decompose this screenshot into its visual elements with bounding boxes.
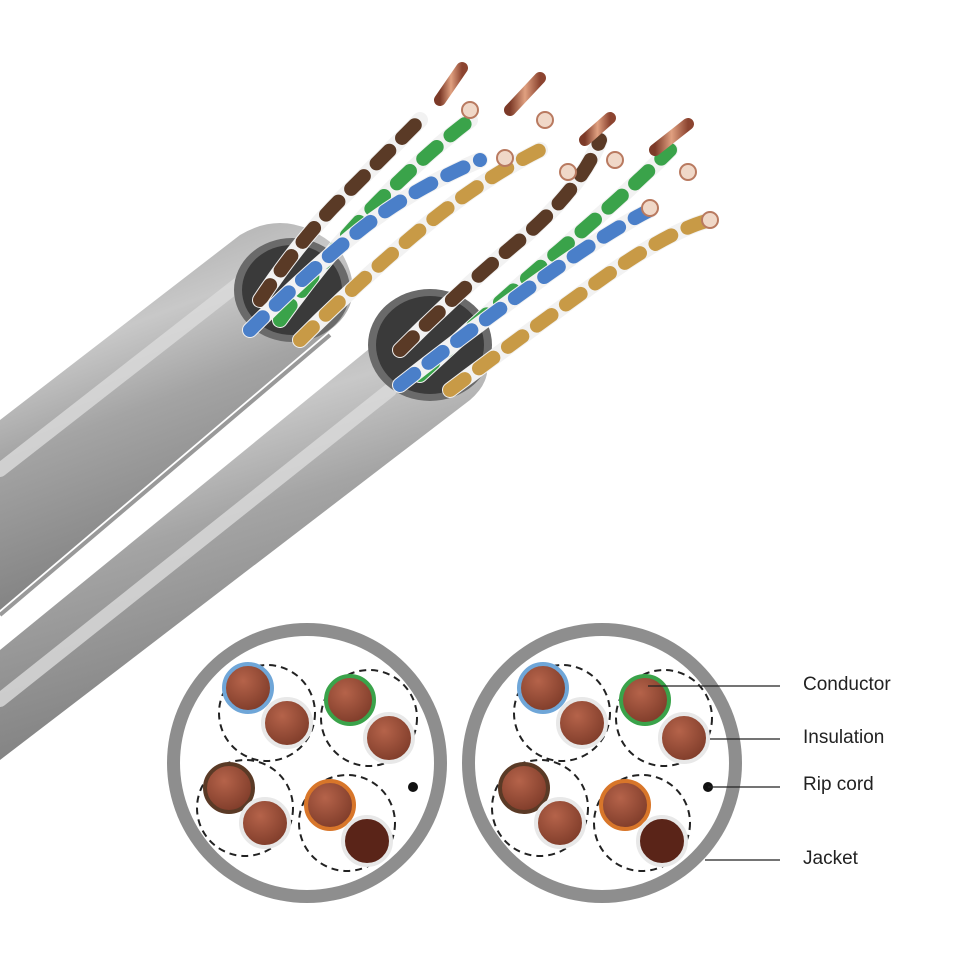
insulation-label: Insulation (803, 727, 885, 748)
pair-orange (298, 774, 396, 872)
pair-brown (491, 759, 589, 857)
rip-cord-label: Rip cord (803, 774, 874, 795)
jacket-label: Jacket (803, 848, 858, 869)
cable-3d (0, 62, 719, 760)
pair-orange (593, 774, 691, 872)
leader-lines (648, 685, 780, 861)
pair-green (615, 669, 713, 767)
pair-brown (196, 759, 294, 857)
rip-cord-dot (408, 782, 418, 792)
cross-section-right (462, 623, 742, 903)
pair-green (320, 669, 418, 767)
pair-blue (218, 664, 316, 762)
pair-blue (513, 664, 611, 762)
cross-section-left (167, 623, 447, 903)
cable-body-right (0, 317, 488, 760)
conductor-label: Conductor (803, 674, 891, 695)
